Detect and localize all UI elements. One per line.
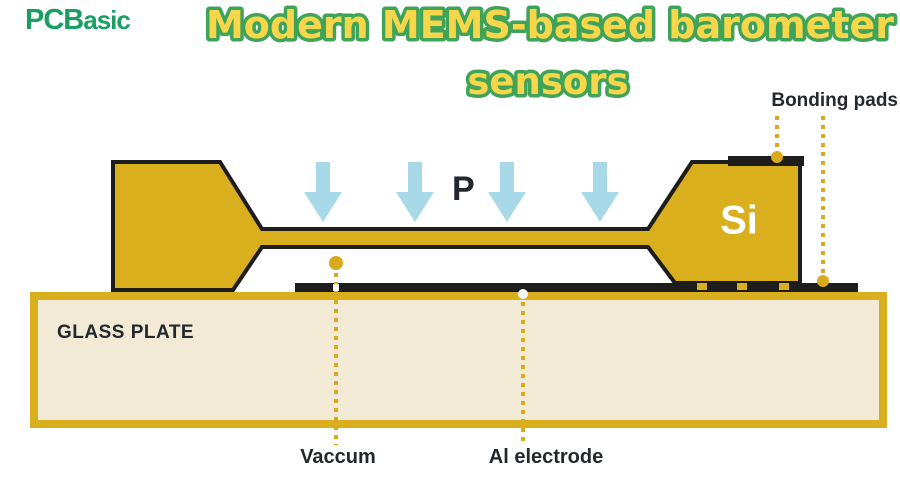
page-title: Modern MEMS-based barometer sensors (202, 0, 897, 107)
title-line-1: Modern MEMS-based barometer (206, 3, 894, 47)
pressure-label: P (452, 170, 475, 208)
glass-plate-body (38, 300, 879, 420)
pressure-arrow-icon (304, 162, 342, 222)
pressure-arrow-icon (488, 162, 526, 222)
al-electrode-label: Al electrode (488, 446, 604, 468)
logo-part-asic: asic (83, 5, 131, 35)
glass-plate-label: GLASS PLATE (57, 322, 195, 343)
leader-dot-top-pad (771, 151, 783, 163)
logo-part-pcb: PCB (25, 4, 84, 36)
vacuum-label: Vaccum (300, 446, 376, 468)
pressure-arrow-icon (396, 162, 434, 222)
title-line-2: sensors (467, 60, 628, 103)
vacuum-line-bar-crossing (333, 284, 339, 291)
pad-notch (779, 283, 789, 290)
pcbasic-logo: PCBasic (25, 4, 131, 37)
top-bonding-pad (728, 156, 804, 166)
al-electrode-bar (295, 283, 858, 292)
pad-notch (697, 283, 707, 290)
leader-dot-vacuum (329, 256, 343, 270)
pad-notch (737, 283, 747, 290)
pressure-arrow-icon (581, 162, 619, 222)
silicon-label: Si (720, 198, 758, 243)
leader-dot-electrode (518, 289, 528, 299)
leader-dot-bottom-pad (817, 275, 829, 287)
bonding-pads-label: Bonding pads (771, 90, 898, 111)
